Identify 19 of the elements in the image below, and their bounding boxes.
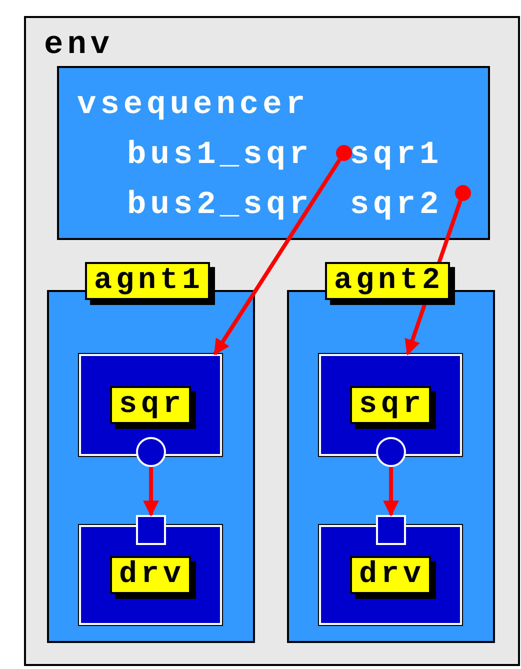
port-square [136,515,166,545]
arrow [383,467,399,517]
sequencer-title: vsequencer [77,85,310,125]
arrow [213,158,342,356]
component-box [319,525,462,625]
component-box [79,525,222,625]
environment-panel [24,16,520,666]
component-box [319,354,462,456]
sequencer-entry: bus2_sqr sqr2 [126,185,444,225]
port-square [376,515,406,545]
connection-dot [336,145,352,161]
connection-dot [455,185,471,201]
port-circle [136,437,166,467]
arrow [143,467,159,517]
sequencer-entry: bus1_sqr sqr1 [126,135,444,175]
component-box [79,354,222,456]
sequencer-box [57,66,490,240]
port-circle [376,437,406,467]
panel-title: env [44,25,114,65]
